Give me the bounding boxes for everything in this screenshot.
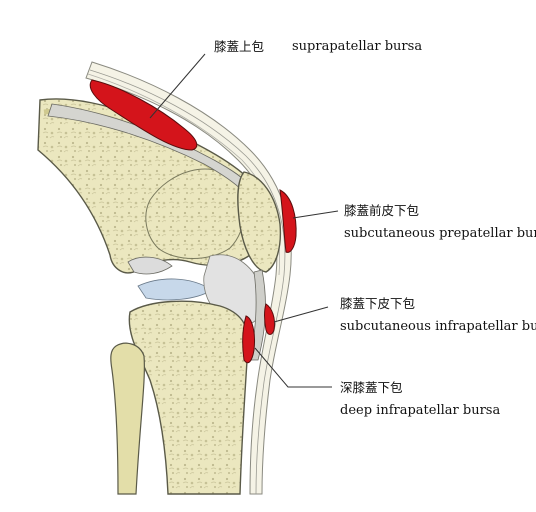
deep-infrapatellar-bursa	[242, 315, 255, 364]
patella	[237, 171, 282, 273]
articular-cartilage	[137, 278, 213, 301]
skin-layers	[85, 61, 292, 495]
femoral-condyle	[145, 168, 245, 259]
label-prepatellar-zh: 膝蓋前皮下包	[344, 203, 420, 218]
subcutaneous-infrapatellar-bursa	[264, 303, 275, 335]
tibia	[128, 300, 249, 495]
prepatellar-bursa	[279, 189, 297, 253]
label-infrapatellar-deep-en: deep infrapatellar bursa	[340, 403, 501, 418]
label-infrapatellar-sub-en: subcutaneous infrapatellar bursa	[340, 319, 536, 334]
label-suprapatellar-zh: 膝蓋上包	[214, 39, 265, 54]
leader-infrapatellar-sub	[273, 306, 329, 323]
leader-infrapatellar-deep	[254, 347, 332, 388]
fibula	[110, 342, 145, 495]
label-infrapatellar-sub-zh: 膝蓋下皮下包	[340, 296, 416, 311]
label-infrapatellar-deep-zh: 深膝蓋下包	[340, 380, 403, 395]
suprapatellar-bursa	[89, 79, 198, 151]
leader-prepatellar	[292, 210, 339, 219]
leader-suprapatellar	[149, 53, 206, 119]
meniscus	[127, 256, 173, 275]
label-suprapatellar-en: suprapatellar bursa	[292, 39, 423, 54]
label-prepatellar-en: subcutaneous prepatellar bursa	[344, 226, 536, 241]
